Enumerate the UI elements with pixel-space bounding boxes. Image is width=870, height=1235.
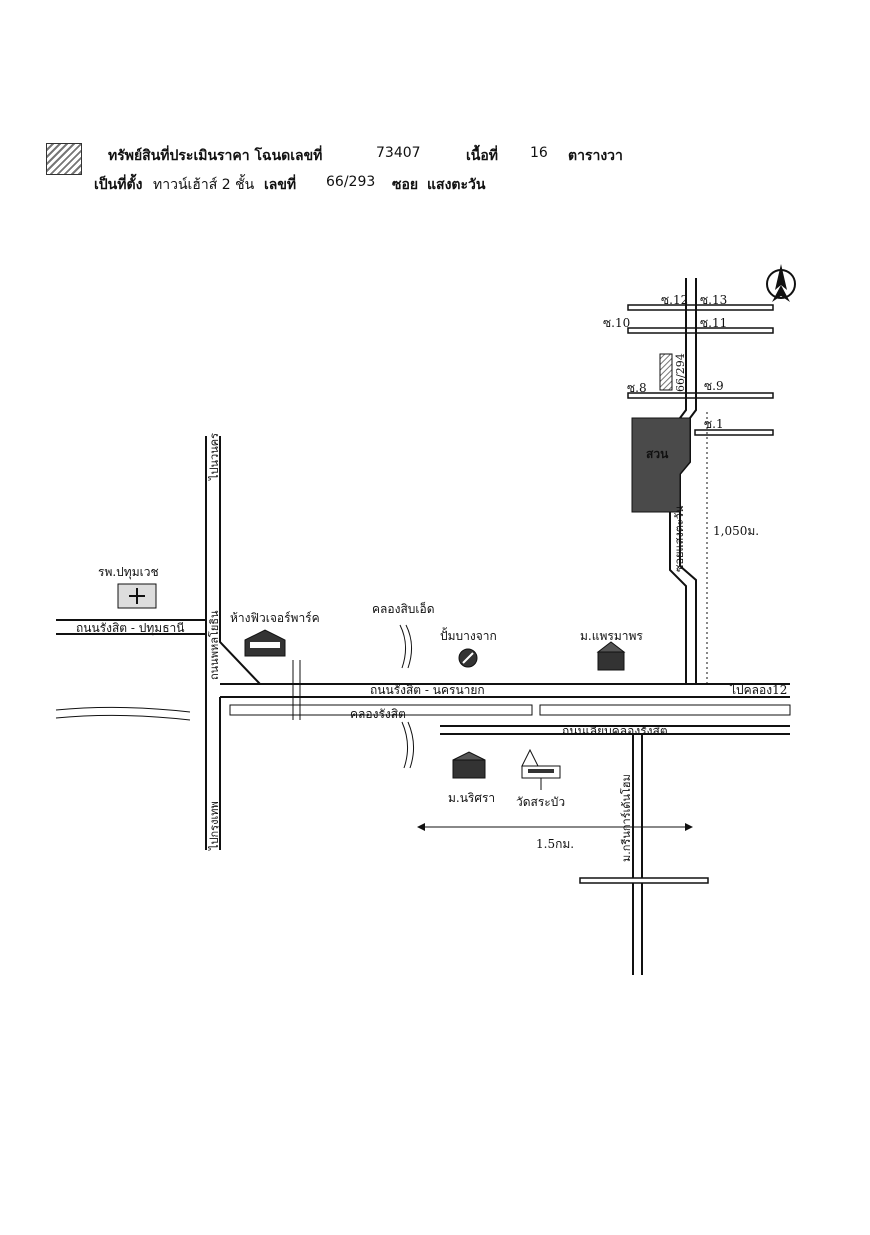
mall-label: ห้างฟิวเจอร์พาร์ค: [230, 611, 320, 625]
khlong-11-label: คลองสิบเอ็ด: [372, 601, 435, 616]
khlong-rangsit-canal: [55, 704, 791, 721]
phahon-road-label: ถนนพหลโยธิน: [207, 610, 221, 680]
rangsit-nayok-label: ถนนรังสิต - นครนายก: [370, 683, 485, 697]
mall-icon: [244, 629, 286, 657]
soi-11-label: ซ.11: [700, 316, 727, 330]
temple-icon: [521, 748, 561, 779]
building-type: ทาวน์เฮ้าส์ 2 ชั้น: [153, 177, 255, 193]
deed-number: 73407: [376, 145, 421, 161]
bridge-mark: [292, 660, 301, 720]
legend-text: ทรัพย์สินที่ประเมินราคา โฉนดเลขที่: [108, 148, 323, 164]
area-value: 16: [530, 145, 548, 161]
hospital-label: รพ.ปทุมเวช: [98, 565, 159, 580]
area-label: เนื้อที่: [466, 148, 498, 164]
soi-road-label: ซอยแสงตะวัน: [673, 505, 686, 572]
rangsit-nayok-road: [220, 683, 790, 698]
hospital-icon: [117, 583, 157, 609]
property-label: 66/294: [674, 353, 687, 392]
park-area: [631, 417, 691, 513]
temple-label: วัดสระบัว: [516, 795, 565, 809]
khlong-rangsit-label: คลองรังสิต: [350, 707, 406, 721]
north-arrow-icon: [766, 264, 796, 302]
village-narisara-icon: [452, 751, 486, 779]
area-unit: ตารางวา: [568, 148, 623, 164]
khlong-11-canal: [399, 624, 406, 669]
soi-label: ซอย: [392, 177, 419, 193]
village-praemaporn-icon: [596, 641, 626, 671]
rangsit-pathum-road: [56, 619, 206, 635]
to-navanakorn-label: ไปนวนคร: [208, 433, 221, 481]
village-narisara-label: ม.นริศรา: [448, 791, 495, 805]
green-garden-road: [579, 734, 709, 975]
distance-vertical: 1,050ม.: [713, 524, 759, 538]
soi-13-label: ซ.13: [700, 293, 727, 307]
canal-road-label: ถนนเลียบคลองรังสิต: [562, 724, 668, 738]
soi-name: แสงตะวัน: [427, 177, 486, 193]
property-marker: [659, 353, 673, 391]
soi-streets: [627, 304, 774, 436]
gas-station-icon: [458, 648, 478, 668]
soi-10-label: ซ.10: [603, 316, 630, 330]
village-praemaporn-label: ม.แพรมาพร: [580, 629, 643, 643]
soi-8-label: ซ.8: [627, 381, 647, 395]
house-number-label: เลขที่: [264, 177, 297, 193]
phahonyothin-road: [205, 436, 261, 850]
to-bangkok-label: ไปกรุงเทพ: [208, 801, 221, 851]
soi-1-label: ซ.1: [704, 417, 724, 431]
legend-hatch-swatch: [46, 143, 82, 175]
soi-9-label: ซ.9: [704, 379, 724, 393]
location-label: เป็นที่ตั้ง: [94, 177, 143, 193]
gas-station-label: ปั้มบางจาก: [440, 627, 497, 643]
house-number: 66/293: [326, 174, 376, 190]
soi-12-label: ซ.12: [661, 293, 688, 307]
canal-side-road: [440, 725, 790, 735]
rangsit-pathum-label: ถนนรังสิต - ปทุมธานี: [76, 621, 184, 636]
village-green-label: ม.กรีนการ์เด้นโฮม: [619, 774, 633, 862]
distance-horizontal: 1.5กม.: [536, 837, 574, 851]
to-khlong12-label: ไปคลอง12: [729, 683, 787, 697]
park-label: สวน: [646, 447, 669, 461]
